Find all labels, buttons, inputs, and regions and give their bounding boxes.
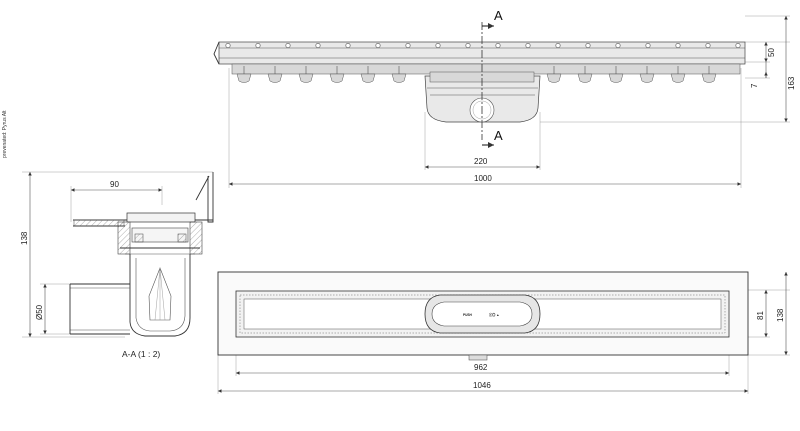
- fixing-hole: [465, 42, 471, 48]
- dim-220: 220: [474, 157, 488, 166]
- fixing-hole: [315, 42, 321, 48]
- section-mark-top: A: [494, 8, 503, 23]
- adjustable-foot: [298, 73, 314, 83]
- cover-text-push: PUSH: [463, 313, 473, 317]
- fixing-hole: [585, 42, 591, 48]
- side-label: prevenated: Pyrus Alt: [2, 110, 8, 158]
- fixing-hole: [285, 42, 291, 48]
- top-view: A A 220 1000 50 7 163: [213, 8, 796, 188]
- plan-view: PUSH ⓒ◎ ▲ 962 1046 81 138: [217, 271, 790, 394]
- adjustable-foot: [391, 73, 407, 83]
- fixing-hole: [555, 42, 561, 48]
- fixing-hole: [675, 42, 681, 48]
- fixing-hole: [405, 42, 411, 48]
- dim-dia-50: Ø50: [35, 304, 44, 320]
- dim-163: 163: [787, 76, 796, 90]
- fixing-hole: [375, 42, 381, 48]
- adjustable-foot: [608, 73, 624, 83]
- adjustable-foot: [639, 73, 655, 83]
- fixing-hole: [345, 42, 351, 48]
- adjustable-foot: [546, 73, 562, 83]
- fixing-holes: [225, 42, 741, 48]
- fixing-hole: [255, 42, 261, 48]
- fixing-hole: [435, 42, 441, 48]
- dim-7: 7: [750, 83, 759, 88]
- dim-962: 962: [474, 363, 488, 372]
- fixing-hole: [645, 42, 651, 48]
- dim-81: 81: [756, 311, 765, 320]
- fixing-hole: [705, 42, 711, 48]
- section-view: 90 138 Ø50 A-A (1 :: [20, 171, 214, 359]
- adjustable-foot: [701, 73, 717, 83]
- section-mark-bottom: A: [494, 128, 503, 143]
- adjustable-foot: [267, 73, 283, 83]
- fixing-hole: [225, 42, 231, 48]
- adjustable-foot: [670, 73, 686, 83]
- dim-90: 90: [110, 180, 119, 189]
- dim-1046: 1046: [473, 381, 491, 390]
- adjustable-foot: [360, 73, 376, 83]
- adjustable-foot: [236, 73, 252, 83]
- section-caption: A-A (1 : 2): [122, 349, 160, 359]
- dim-138-section: 138: [20, 231, 29, 245]
- fixing-hole: [525, 42, 531, 48]
- dim-138-plan: 138: [776, 308, 785, 322]
- fixing-hole: [615, 42, 621, 48]
- dim-1000: 1000: [474, 174, 492, 183]
- adjustable-feet: [236, 66, 717, 83]
- cover-text-logo: ⓒ◎ ▲: [489, 312, 499, 317]
- dim-50: 50: [767, 48, 776, 57]
- adjustable-foot: [577, 73, 593, 83]
- fixing-hole: [495, 42, 501, 48]
- adjustable-foot: [329, 73, 345, 83]
- fixing-hole: [735, 42, 741, 48]
